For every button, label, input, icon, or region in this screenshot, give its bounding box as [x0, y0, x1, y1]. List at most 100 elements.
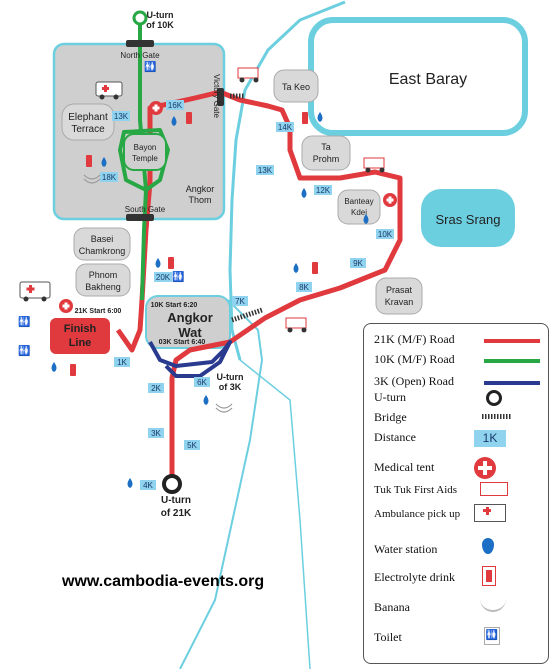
- distance-label: 13K: [114, 112, 129, 121]
- legend-label: Distance: [374, 430, 416, 444]
- water-drop-icon: [482, 538, 494, 554]
- distance-badge: [376, 229, 394, 239]
- legend-label: Toilet: [374, 630, 402, 644]
- distance-label: 13K: [258, 166, 273, 175]
- angkor-wat-area: [145, 295, 231, 349]
- uturn-3k-label-2: of 3K: [219, 382, 242, 392]
- water-drop-icon: [127, 478, 133, 488]
- basei-chamkrong-box: [73, 227, 131, 261]
- ambulance-icon: [95, 81, 123, 100]
- distance-badge: [148, 383, 164, 393]
- toilet-icon: 🚻: [18, 315, 30, 328]
- toilet-icon: 🚻: [172, 270, 184, 283]
- tuk-tuk-icon: [237, 67, 259, 83]
- legend-label: Electrolyte drink: [374, 570, 455, 584]
- phnom-bakheng-box: [75, 263, 131, 297]
- medical-cross-icon: [383, 193, 397, 207]
- legend-label: Ambulance pick up: [374, 508, 461, 520]
- route-21k: [115, 89, 403, 488]
- bayon-temple-label-2: Temple: [132, 154, 158, 163]
- electrolyte-bottle-icon: [302, 112, 308, 124]
- distance-label: 6K: [197, 378, 207, 387]
- uturn-21k-label-2: of 21K: [161, 508, 192, 519]
- distance-label: 8K: [299, 283, 309, 292]
- toilet-icon: 🚻: [144, 60, 156, 73]
- elephant-terrace-label-2: Terrace: [71, 124, 105, 135]
- prasat-kravan-box: [375, 277, 423, 315]
- distance-badge: [100, 172, 118, 182]
- elephant-terrace-box: [61, 103, 115, 141]
- bridge-1: [231, 307, 263, 323]
- electrolyte-bottle-icons: [70, 112, 318, 376]
- finish-line-box: [50, 318, 110, 354]
- toilet-icon: 🚻: [484, 627, 500, 645]
- uturn-3k-label-1: U-turn: [217, 372, 244, 382]
- ta-prohm-box: [301, 135, 351, 171]
- prasat-kravan-label-1: Prasat: [386, 285, 413, 295]
- uturn-10k-ring: [132, 10, 148, 26]
- prasat-kravan-label-2: Kravan: [385, 297, 414, 307]
- legend-label: 10K (M/F) Road: [374, 352, 455, 366]
- angkor-wat-label-2: Wat: [178, 325, 202, 340]
- legend-label: Medical tent: [374, 460, 435, 474]
- ambulance-icon: [474, 504, 506, 522]
- toilet-icon: 🚻: [18, 344, 30, 357]
- legend-red-line: [484, 339, 540, 343]
- distance-badge: [256, 165, 274, 175]
- distance-label: 9K: [353, 259, 363, 268]
- distance-badge: [184, 440, 200, 450]
- banteay-kdei-label-2: Kdei: [351, 208, 367, 217]
- distance-badge: [314, 185, 332, 195]
- banana-icons: [83, 174, 233, 413]
- route-3k: [148, 340, 232, 378]
- distance-label: 20K: [156, 273, 171, 282]
- distance-badge: [350, 258, 366, 268]
- legend-label: 3K (Open) Road: [374, 374, 454, 388]
- electrolyte-bottle-icon: [86, 155, 92, 167]
- sras-srang-lake: [421, 189, 515, 247]
- water-drop-icon: [171, 116, 177, 126]
- distance-badge: [112, 111, 130, 121]
- bayon-temple-label-1: Bayon: [134, 143, 157, 152]
- map-legend: 21K (M/F) Road 10K (M/F) Road 3K (Open) …: [363, 323, 549, 664]
- angkor-thom-label-2: Thom: [188, 195, 211, 205]
- tuk-tuk-icon: [285, 317, 307, 333]
- victory-gate-label: Victory Gate: [212, 74, 221, 118]
- medical-cross-icon: [59, 299, 73, 313]
- distance-badge: [296, 282, 312, 292]
- sras-srang-label: Sras Srang: [435, 212, 500, 227]
- water-drop-icons: [51, 112, 369, 488]
- water-drop-icon: [155, 258, 161, 268]
- uturn-21k-label-1: U-turn: [161, 495, 191, 506]
- canal-line-east: [239, 359, 311, 669]
- distance-badge: [154, 272, 172, 282]
- elephant-terrace-label-1: Elephant: [68, 112, 108, 123]
- legend-label: Banana: [374, 600, 410, 614]
- electrolyte-bottle-icon: [312, 262, 318, 274]
- distance-badge: 1K: [474, 430, 506, 447]
- water-drop-icon: [317, 112, 323, 122]
- electrolyte-bottle-icon: [482, 566, 496, 586]
- victory-gate-marker: [217, 88, 224, 106]
- distance-badge: [166, 100, 184, 110]
- south-gate-marker: [126, 214, 154, 221]
- uturn-10k-label-1: U-turn: [147, 10, 174, 20]
- banana-icon: [83, 174, 101, 180]
- distance-label: 10K: [378, 230, 393, 239]
- distance-badge: [276, 122, 294, 132]
- website-url[interactable]: www.cambodia-events.org: [62, 573, 265, 590]
- start-21k-label: 21K Start 6:00: [75, 308, 122, 315]
- phnom-bakheng-label-1: Phnom: [89, 270, 118, 280]
- water-drop-icon: [51, 362, 57, 372]
- river-line: [228, 0, 346, 361]
- distance-label: 1K: [117, 358, 127, 367]
- ta-keo-label: Ta Keo: [282, 82, 310, 92]
- electrolyte-bottle-icon: [186, 112, 192, 124]
- start-3k-label: 03K Start 6:40: [159, 339, 206, 346]
- banteay-kdei-box: [337, 189, 381, 225]
- north-gate-label: North Gate: [120, 51, 160, 60]
- distance-label: 18K: [102, 173, 117, 182]
- ambulance-icon: [19, 281, 51, 302]
- south-gate-label: South Gate: [125, 205, 166, 214]
